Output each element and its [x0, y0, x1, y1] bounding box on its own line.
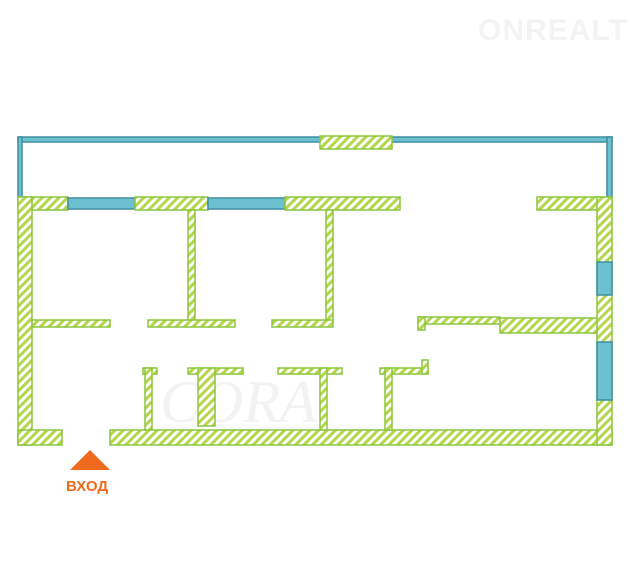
window — [596, 261, 613, 296]
onrealt-watermark: ONREALT — [478, 14, 628, 47]
window — [67, 197, 136, 210]
cora-watermark: CORA — [160, 369, 317, 435]
window — [207, 197, 286, 210]
balcony — [17, 135, 613, 198]
window — [596, 341, 613, 401]
entrance-label: ВХОД — [66, 478, 109, 495]
outer-walls — [17, 196, 613, 446]
entrance-arrow-icon — [70, 450, 110, 470]
partitions — [31, 209, 598, 431]
